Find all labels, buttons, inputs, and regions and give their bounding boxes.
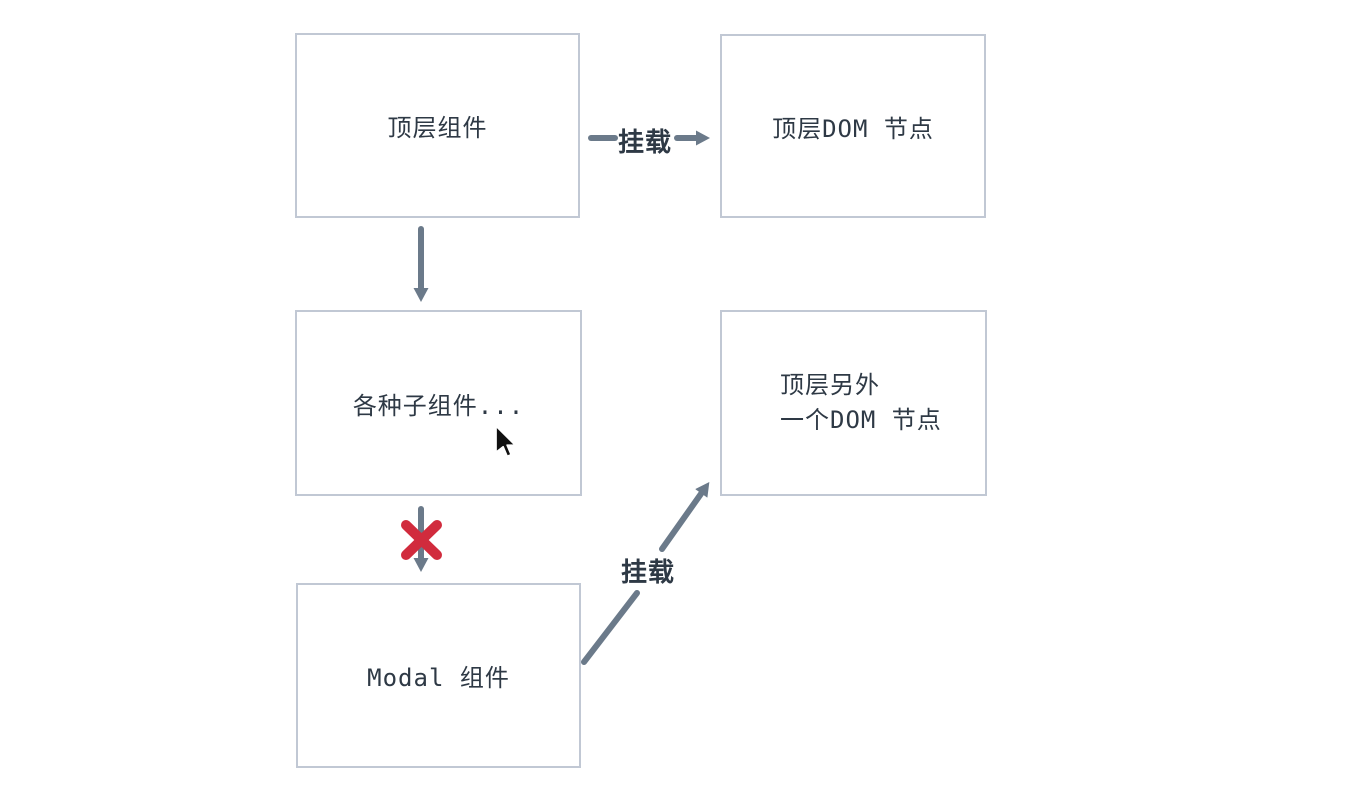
box-top-component-label: 顶层组件 [387, 114, 488, 142]
box-child-components-label: 各种子组件... [352, 391, 525, 420]
box-child-components: 各种子组件... [295, 310, 582, 496]
edge-label-mount-top: 挂载 [618, 128, 673, 158]
box-another-dom-node: 顶层另外 一个DOM 节点 [720, 310, 987, 496]
box-top-dom-node: 顶层DOM 节点 [720, 34, 986, 218]
box-another-dom-node-line1: 顶层另外 [780, 371, 880, 399]
edge-label-mount-modal: 挂载 [621, 558, 676, 588]
box-modal-component-label: Modal 组件 [367, 664, 510, 692]
blocked-cross-icon [401, 520, 442, 560]
box-another-dom-node-line2: 一个DOM 节点 [780, 406, 942, 434]
box-top-dom-node-label: 顶层DOM 节点 [772, 114, 934, 143]
box-modal-component: Modal 组件 [296, 583, 581, 768]
box-another-dom-node-label: 顶层另外 一个DOM 节点 [722, 368, 942, 438]
box-top-component: 顶层组件 [295, 33, 580, 218]
